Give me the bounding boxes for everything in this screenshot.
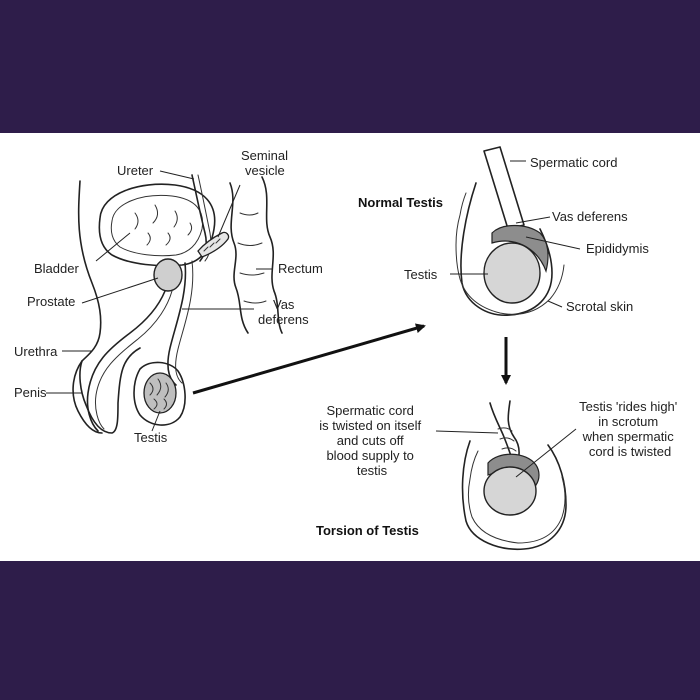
torsion-scrotal-skin [467,450,566,544]
rectum-back [261,176,283,334]
bladder-inner [110,194,204,257]
diagram-canvas: Ureter Seminal vesicle Bladder Prostate … [14,146,681,551]
testis-illustration [143,372,177,414]
rectum-front [229,182,249,334]
anatomy-leaders [46,170,272,432]
scrotal-skin [455,192,565,315]
normal-testis-illustration [455,146,565,316]
label-normal-testis: Testis [404,267,438,282]
right-note-line-1: Testis 'rides high' [579,399,677,414]
label-rectum: Rectum [278,261,323,276]
epididymis [491,224,549,273]
label-testis: Testis [134,430,168,445]
arrow-to-normal-testis [192,323,426,395]
left-note-line-2: is twisted on itself [319,418,421,433]
label-seminal-vesicle-2: vesicle [245,163,285,178]
label-urethra: Urethra [14,344,58,359]
right-note-line-4: cord is twisted [589,444,671,459]
testis-texture [149,378,169,410]
left-note-line-3: and cuts off [337,433,404,448]
diagram-panel: Ureter Seminal vesicle Bladder Prostate … [0,133,700,561]
seminal-vesicle [197,231,230,258]
torsion-right-note: Testis 'rides high' in scrotum when sper… [579,399,681,459]
torsion-leaders [435,428,577,478]
label-vas-deferens-2: deferens [258,312,309,327]
torsion-left-note: Spermatic cord is twisted on itself and … [319,403,425,478]
scrotum-outer [460,182,553,316]
label-bladder: Bladder [34,261,79,276]
vas-deferens-inner [175,260,194,384]
twist-coils [497,427,517,452]
torsion-testis [483,466,537,516]
bladder-texture [134,204,193,246]
penis-outline [72,360,103,434]
anatomy-illustration [72,174,283,434]
twisted-cord-2 [507,400,520,462]
scrotum-outline [133,361,186,426]
urethra [86,290,166,432]
right-note-line-2: in scrotum [598,414,658,429]
seminal-vesicle-texture [203,238,221,252]
prostate [153,258,183,292]
torsion-title: Torsion of Testis [316,523,419,538]
label-normal-vas-deferens: Vas deferens [552,209,628,224]
left-note-line-1: Spermatic cord [326,403,413,418]
label-penis: Penis [14,385,47,400]
label-seminal-vesicle-1: Seminal [241,148,288,163]
label-epididymis: Epididymis [586,241,649,256]
normal-testis [483,242,541,304]
left-note-line-5: testis [357,463,388,478]
right-note-line-3: when spermatic [582,429,675,444]
normal-testis-title: Normal Testis [358,195,443,210]
normal-testis-leaders [450,160,581,308]
torsion-illustration [461,400,567,551]
left-note-line-4: blood supply to [326,448,413,463]
label-spermatic-cord: Spermatic cord [530,155,617,170]
label-vas-deferens-1: Vas [273,297,295,312]
label-prostate: Prostate [27,294,75,309]
rectum-texture [237,212,267,304]
label-scrotal-skin: Scrotal skin [566,299,633,314]
spermatic-cord [483,146,525,230]
label-ureter: Ureter [117,163,154,178]
body-outline [77,180,141,434]
vas-deferens [167,262,187,386]
urethra-inner [95,290,173,430]
